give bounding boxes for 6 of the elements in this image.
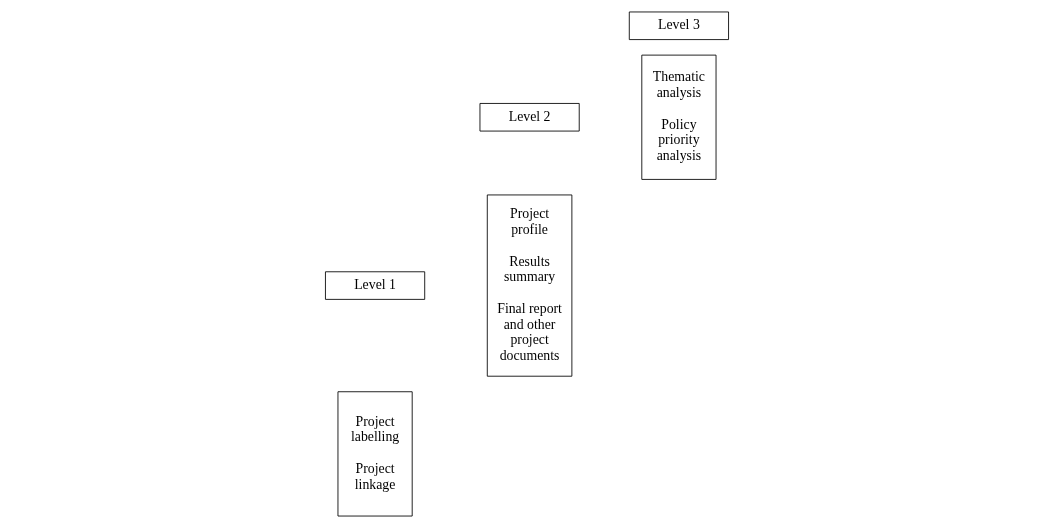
node-box: Level 2	[479, 103, 580, 132]
node-box: Level 1	[324, 271, 425, 300]
node-box: Thematic analysis Policy priority analysis	[640, 54, 716, 180]
node-box: Project profile Results summary Final report and other project documents	[486, 194, 572, 377]
node-box: Level 3	[628, 11, 729, 40]
node-box: Project labelling Project linkage	[337, 391, 413, 517]
